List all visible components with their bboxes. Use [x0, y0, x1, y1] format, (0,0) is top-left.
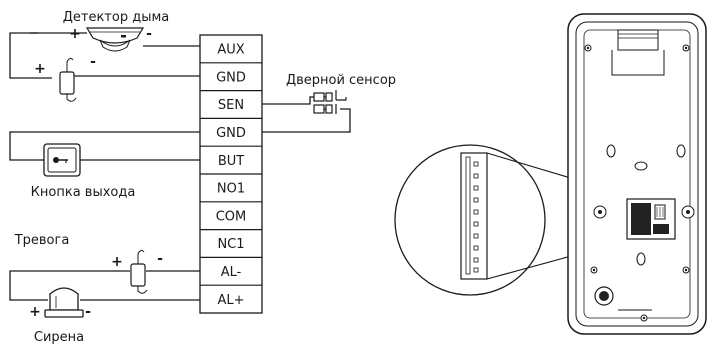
adapter-bottom-plus: + — [111, 254, 123, 270]
connector-zoom-detail — [394, 144, 546, 296]
smoke-detector-plus: + — [69, 26, 81, 42]
smoke-detector-label: Детектор дыма — [63, 10, 170, 25]
terminal-com: COM — [216, 209, 247, 224]
terminal-block: AUX GND SEN GND BUT NO1 COM NC1 AL- AL+ — [199, 34, 263, 314]
adapter-top-minus: - — [90, 54, 96, 70]
siren-icon — [44, 287, 84, 318]
terminal-aux: AUX — [217, 43, 244, 58]
door-sensor: Дверной сенсор — [286, 73, 396, 114]
terminal-no1: NO1 — [217, 182, 245, 197]
smoke-detector-minus: - — [146, 26, 152, 42]
terminal-al-plus: AL+ — [217, 293, 244, 308]
door-sensor-label: Дверной сенсор — [286, 73, 396, 88]
exit-button-label: Кнопка выхода — [31, 185, 136, 200]
alarm-label: Тревога — [14, 233, 70, 248]
siren-minus: - — [85, 304, 91, 320]
smoke-detector: Детектор дыма + - — [63, 10, 170, 52]
door-sensor-icon — [313, 90, 337, 114]
power-adapter-icon-bottom — [130, 249, 148, 294]
adapter-bottom-minus: - — [157, 251, 163, 267]
siren-label: Сирена — [34, 330, 84, 345]
terminal-al-minus: AL- — [221, 265, 242, 280]
power-adapter-icon-top — [59, 57, 77, 102]
connector-pins — [473, 161, 479, 273]
terminal-but: BUT — [218, 154, 244, 169]
device-back-panel — [567, 13, 707, 335]
terminal-gnd-2: GND — [216, 126, 246, 141]
terminal-sen: SEN — [218, 98, 244, 113]
terminal-gnd-1: GND — [216, 70, 246, 85]
smoke-detector-icon — [85, 27, 145, 52]
terminal-nc1: NC1 — [217, 237, 244, 252]
adapter-top-plus: + — [34, 61, 46, 77]
exit-button-icon — [43, 143, 81, 177]
siren-plus: + — [29, 304, 41, 320]
